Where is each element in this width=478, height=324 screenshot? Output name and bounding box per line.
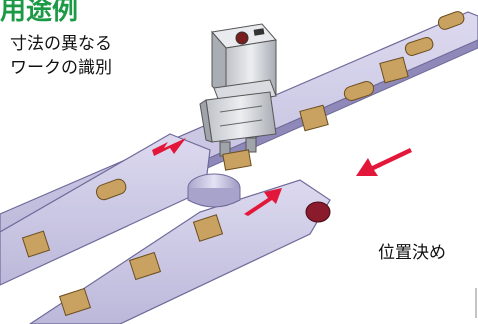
arrow-right-belt (356, 148, 412, 176)
heading: 用途例 (0, 0, 79, 26)
arrow-lower-belt (244, 188, 282, 216)
workpieces-left (21, 178, 127, 258)
lower-conveyor-belt (28, 173, 331, 324)
workpieces-lower (58, 214, 224, 317)
workpieces-upper (299, 11, 465, 132)
arrow-left-belt (152, 138, 186, 156)
caption-positioning: 位置決め (378, 243, 446, 263)
caption-identification: 寸法の異なる ワークの識別 (10, 32, 112, 80)
caption-identification-line2: ワークの識別 (10, 58, 112, 78)
direction-arrows (152, 138, 412, 216)
left-conveyor-belt (0, 133, 211, 286)
gripper-unit (199, 23, 277, 171)
caption-identification-line1: 寸法の異なる (10, 34, 112, 54)
